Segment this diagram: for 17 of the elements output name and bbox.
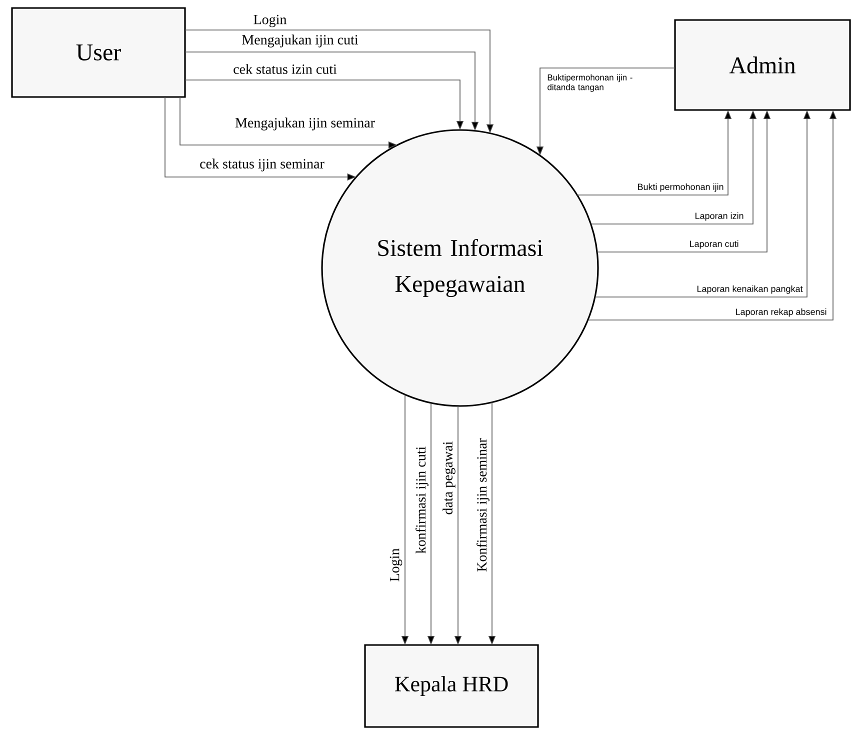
entity-box: Admin <box>674 19 851 111</box>
entity-box: User <box>11 7 186 98</box>
edge-label: Login <box>390 548 402 582</box>
edge-label: Laporan kenaikan pangkat <box>697 285 803 294</box>
edge-label: Konfirmasi ijin seminar <box>476 438 490 572</box>
edge-label: Laporan cuti <box>690 240 738 249</box>
edge-label: data pegawai <box>442 442 456 514</box>
edge-label: Laporan rekap absensi <box>736 308 826 317</box>
edge-label: Mengajukan ijin seminar <box>235 118 375 130</box>
entity-box: Kepala HRD <box>364 644 539 728</box>
edge-label: Login <box>254 14 287 28</box>
edge-label: Buktipermohonan ijin -ditanda tangan <box>548 74 632 92</box>
edge-label: Mengajukan ijin cuti <box>242 34 358 48</box>
edge-label: Laporan izin <box>696 212 744 221</box>
edge-label: Bukti permohonan ijin <box>638 183 724 192</box>
edge-label: cek status izin cuti <box>234 64 337 74</box>
edge-label: konfirmasi ijin cuti <box>416 446 428 554</box>
